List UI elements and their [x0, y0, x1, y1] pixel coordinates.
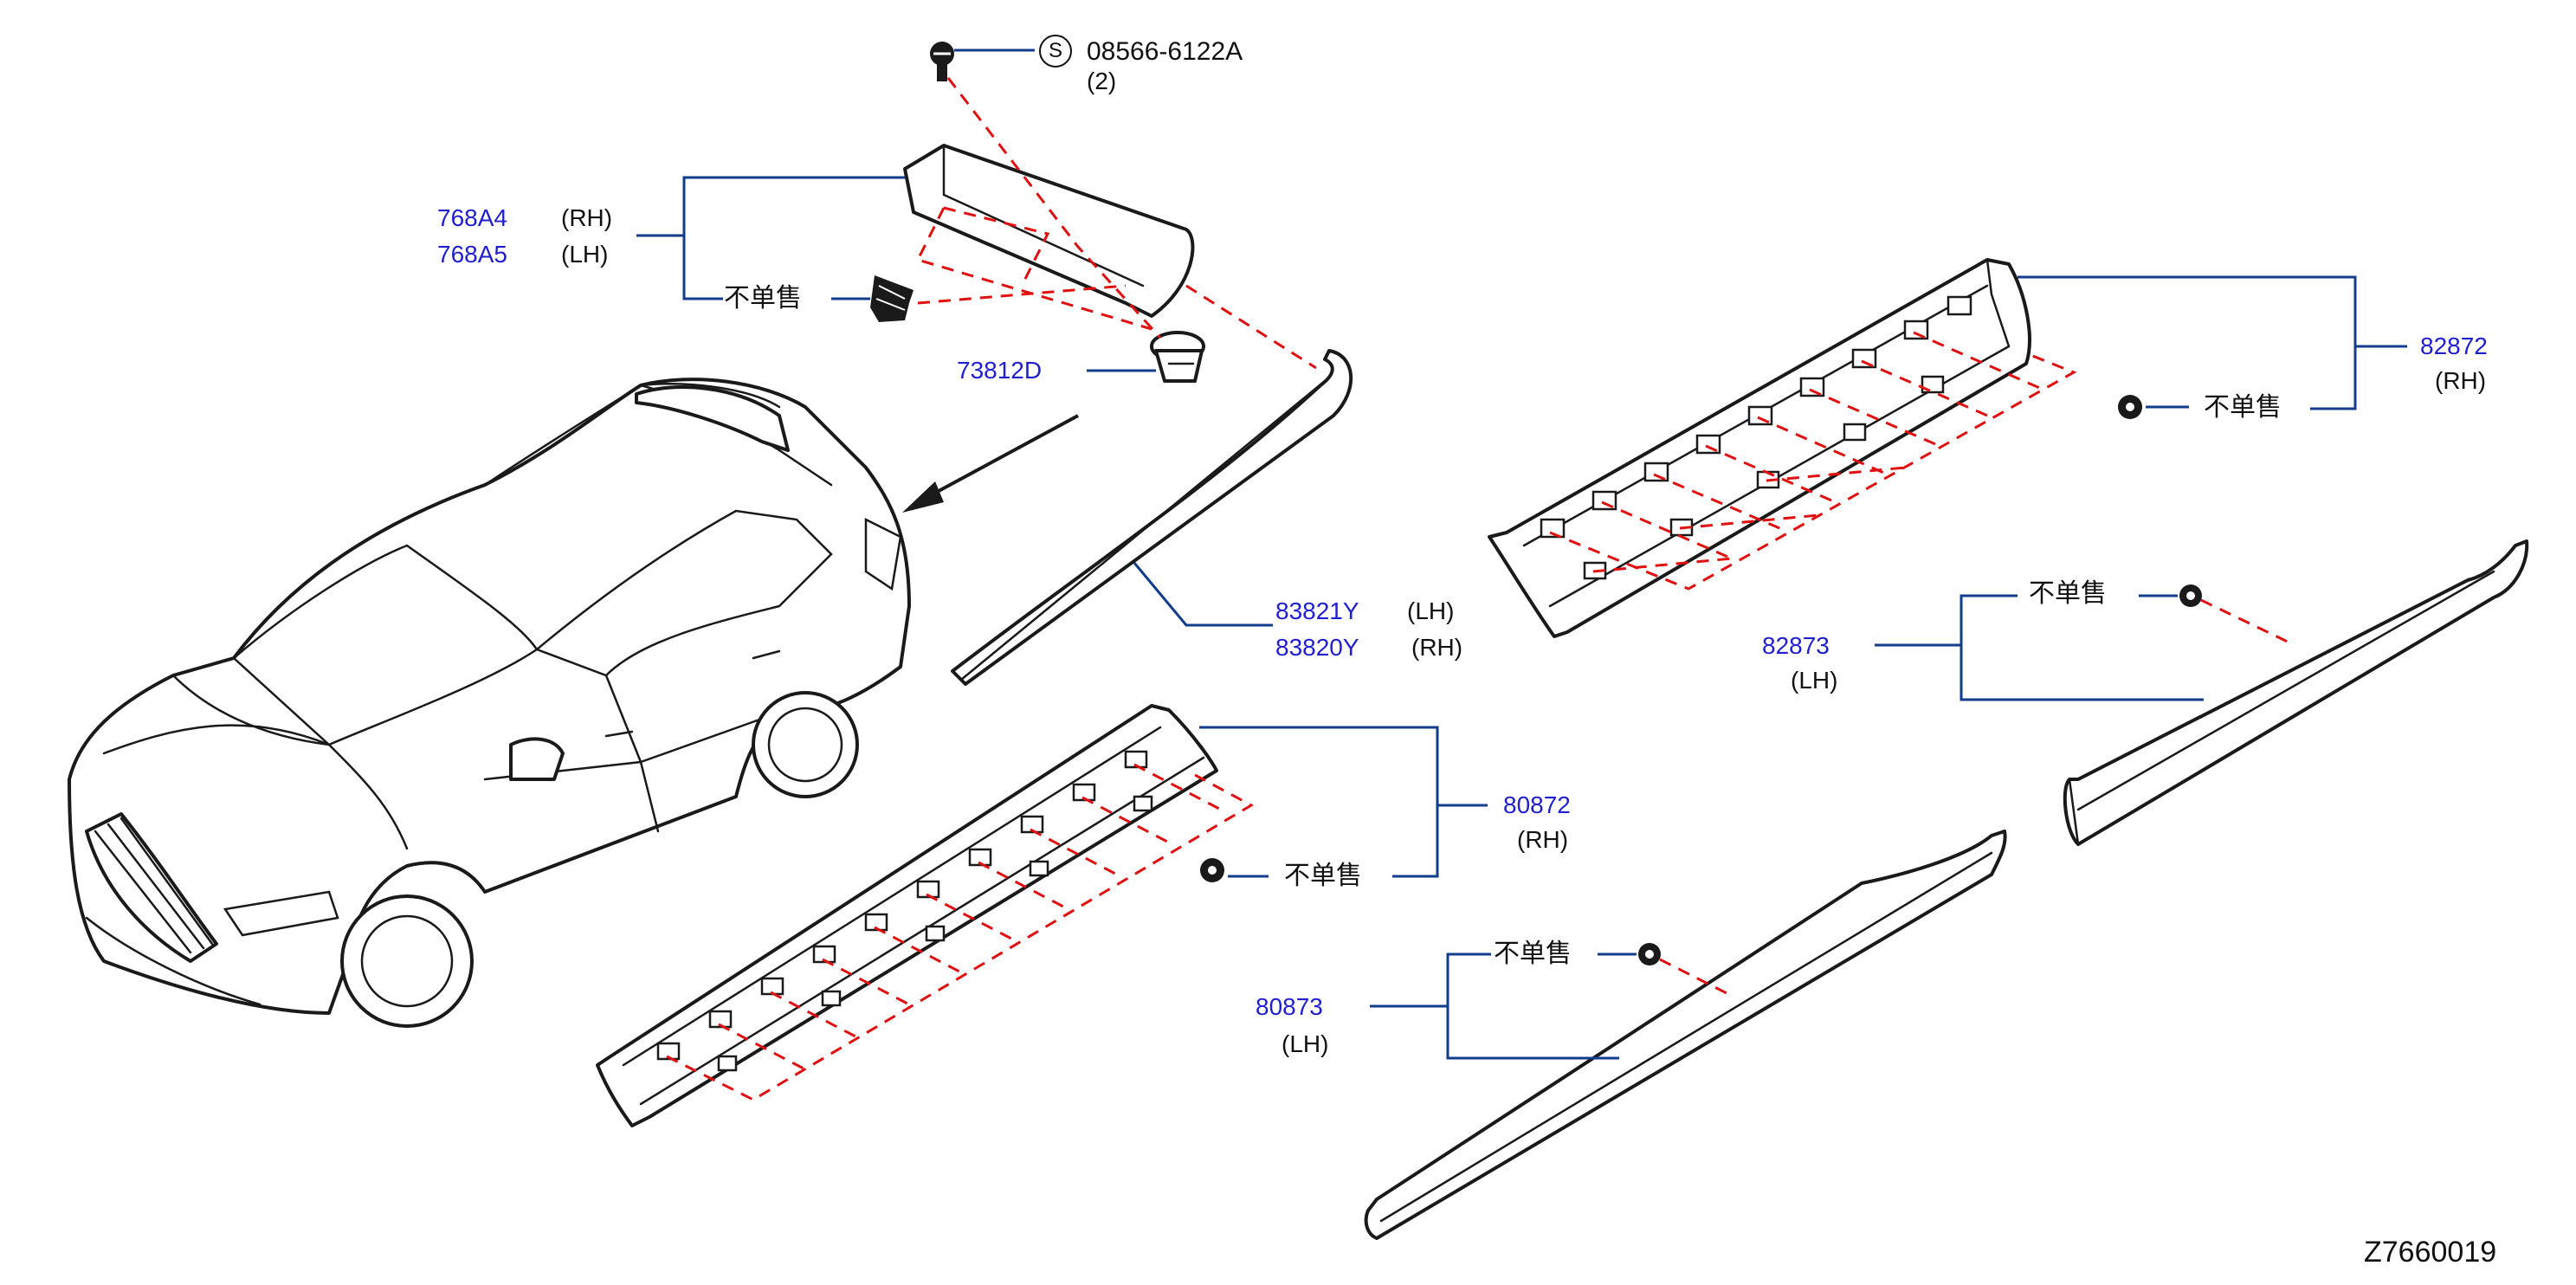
front-sill-lh-clip-not-sold: 不单售 [1494, 939, 1572, 969]
drip-lh-part-number[interactable]: 83821Y [1275, 597, 1359, 624]
push-clip-icon [870, 275, 914, 322]
drip-lh-side: (LH) [1407, 597, 1455, 624]
drip-moulding-part [951, 349, 1353, 686]
spoiler-rh-part-number[interactable]: 768A4 [437, 204, 507, 231]
vehicle-illustration [68, 378, 911, 1028]
rear-sill-lh-side: (LH) [1791, 667, 1838, 694]
drip-rh-side: (RH) [1411, 634, 1463, 661]
standard-part-symbol: S [1039, 35, 1072, 68]
spoiler-clip-not-sold: 不单售 [724, 283, 802, 313]
front-sill-lh-side: (LH) [1282, 1030, 1329, 1057]
rear-sill-lh-part [2063, 539, 2529, 846]
front-sill-rh-clip-not-sold: 不单售 [1284, 861, 1362, 891]
clip-icon [1638, 943, 1661, 965]
rear-sill-lh-clip-not-sold: 不单售 [2029, 578, 2107, 609]
front-sill-lh-part-number[interactable]: 80873 [1256, 993, 1323, 1020]
spoiler-rh-side: (RH) [561, 204, 613, 231]
grommet-part-number[interactable]: 73812D [957, 357, 1043, 384]
front-sill-rh-part-number[interactable]: 80872 [1503, 791, 1571, 818]
rear-sill-rh-part-number[interactable]: 82872 [2420, 333, 2488, 359]
roof-spoiler-part [903, 144, 1195, 318]
screw-part-number[interactable]: 08566-6122A [1087, 37, 1243, 66]
arrow-icon [902, 414, 1079, 513]
rear-sill-rh-clip-not-sold: 不单售 [2204, 392, 2282, 423]
spoiler-lh-side: (LH) [561, 241, 609, 268]
rear-sill-rh-part [1488, 258, 2031, 638]
rear-sill-lh-part-number[interactable]: 82873 [1762, 632, 1830, 659]
front-sill-lh-part [1364, 830, 2007, 1240]
clip-icon [2118, 395, 2142, 419]
front-sill-rh-part [596, 704, 1218, 1127]
front-sill-rh-side: (RH) [1517, 826, 1569, 853]
clip-icon [1200, 858, 1224, 882]
figure-id: Z7660019 [2364, 1236, 2497, 1269]
drip-rh-part-number[interactable]: 83820Y [1275, 634, 1359, 661]
grommet-icon [1150, 331, 1205, 383]
rear-sill-rh-side: (RH) [2435, 367, 2487, 394]
screw-quantity: (2) [1087, 68, 1117, 94]
spoiler-lh-part-number[interactable]: 768A5 [437, 241, 507, 268]
screw-icon [930, 42, 954, 81]
clip-icon [2179, 584, 2202, 607]
